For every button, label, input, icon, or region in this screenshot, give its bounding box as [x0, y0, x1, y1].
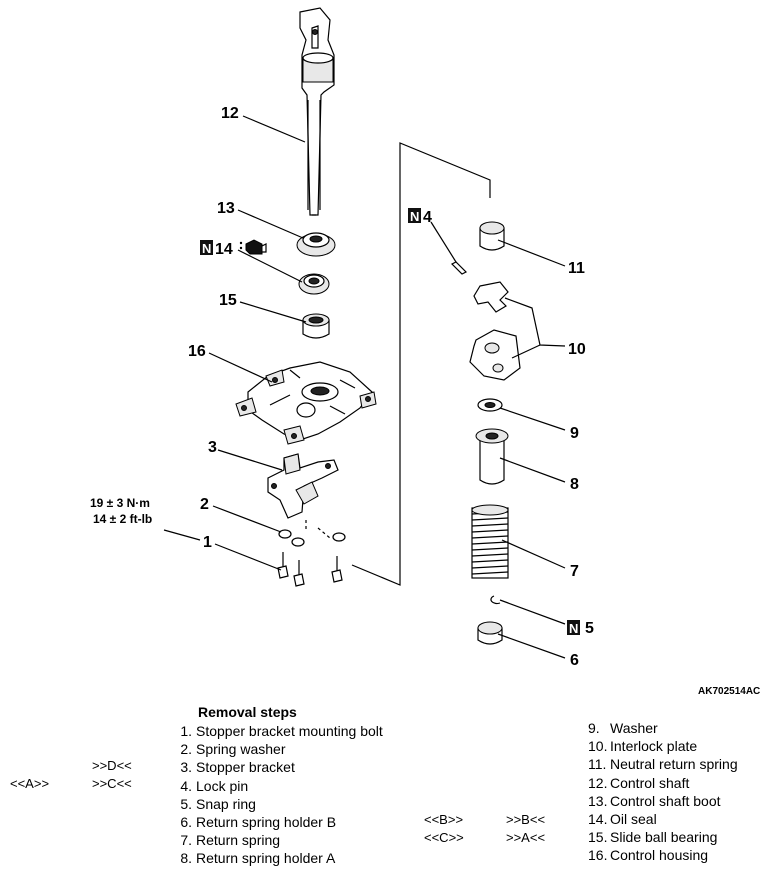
oil-seal-part	[298, 273, 330, 295]
step-label: Return spring holder A	[196, 850, 336, 867]
svg-text:N: N	[569, 621, 578, 636]
list-item: 11.Neutral return spring	[588, 756, 738, 773]
list-item: 8.Return spring holder A	[180, 850, 336, 867]
callout-3: 3	[208, 439, 217, 456]
n-marker-14: N	[200, 240, 213, 256]
torque-spec-metric: 19 ± 3 N·m	[90, 496, 150, 510]
control-shaft-boot-part	[296, 232, 336, 257]
step-label: Return spring	[196, 832, 281, 849]
step-label: Control shaft	[610, 774, 690, 791]
stopper-bracket-part	[267, 453, 339, 519]
mark-step15-remove: <<C>>	[424, 830, 464, 845]
list-item: 1.Stopper bracket mounting bolt	[180, 723, 383, 739]
interlock-plate-part	[469, 281, 521, 381]
mark-step14-remove: <<B>>	[424, 812, 464, 827]
lock-pin-part	[450, 261, 468, 275]
control-shaft-part	[299, 7, 335, 216]
removal-steps-right: 9.Washer 10.Interlock plate 11.Neutral r…	[588, 719, 768, 865]
leader-lines	[163, 115, 566, 659]
callout-1: 1	[203, 534, 212, 551]
list-item: 4.Lock pin	[180, 777, 249, 794]
snap-ring-part	[490, 595, 501, 605]
spring-washers-part	[278, 529, 346, 547]
return-spring-holder-a-part	[475, 428, 509, 485]
return-spring-holder-b-part	[477, 621, 503, 645]
assembly-bracket-lines	[351, 142, 491, 586]
step-label: Spring washer	[196, 741, 286, 758]
step-label: Stopper bracket mounting bolt	[196, 723, 383, 739]
mark-step14-install: >>B<<	[506, 812, 546, 827]
control-housing-part	[235, 361, 377, 445]
callout-12: 12	[221, 105, 239, 122]
mark-step4-install: >>C<<	[92, 776, 132, 791]
list-item: 15.Slide ball bearing	[588, 829, 718, 846]
callout-15: 15	[219, 292, 237, 309]
slide-ball-bearing-part	[302, 313, 330, 339]
list-item: 3.Stopper bracket	[180, 759, 295, 776]
list-item: 16.Control housing	[588, 847, 709, 864]
step-label: Stopper bracket	[196, 759, 295, 776]
step-label: Snap ring	[196, 795, 256, 812]
step-label: Interlock plate	[610, 738, 698, 755]
list-item: 2.Spring washer	[180, 741, 286, 758]
callout-7: 7	[570, 563, 579, 580]
list-item: 10.Interlock plate	[588, 738, 698, 755]
svg-text:N: N	[410, 209, 419, 224]
list-item: 13.Control shaft boot	[588, 792, 721, 809]
n-marker-4: N	[408, 208, 421, 224]
removal-steps-left: 1.Stopper bracket mounting bolt 2.Spring…	[172, 722, 432, 868]
step-label: Control shaft boot	[610, 792, 721, 809]
list-item: 7.Return spring	[180, 832, 281, 849]
callout-14: 14	[215, 241, 233, 258]
figure-reference-code: AK702514AC	[698, 686, 760, 697]
removal-steps-title: Removal steps	[198, 704, 297, 720]
step-label: Oil seal	[610, 810, 657, 827]
callout-2: 2	[200, 496, 209, 513]
callout-6: 6	[570, 652, 579, 669]
step-label: Lock pin	[196, 777, 249, 794]
stopper-bracket-bolts-part	[277, 520, 343, 587]
step-label: Return spring holder B	[196, 813, 337, 830]
callout-5: 5	[585, 620, 594, 637]
callout-16: 16	[188, 343, 206, 360]
mark-step3-install: >>D<<	[92, 758, 132, 773]
step-label: Washer	[610, 720, 658, 736]
list-item: 14.Oil seal	[588, 810, 657, 827]
list-item: 9.Washer	[588, 720, 658, 736]
callout-11: 11	[568, 260, 585, 277]
svg-text:N: N	[202, 241, 211, 256]
torque-spec-imperial: 14 ± 2 ft-lb	[93, 512, 152, 526]
neutral-return-spring-part	[479, 221, 505, 251]
list-item: 5.Snap ring	[180, 795, 256, 812]
callout-10: 10	[568, 341, 586, 358]
list-item: 6.Return spring holder B	[180, 813, 337, 830]
step-label: Slide ball bearing	[610, 829, 718, 846]
exploded-view-diagram: N N N 12 13 14 15 16 3 2 1 4 11 10 9 8 7…	[90, 7, 760, 697]
step-label: Control housing	[610, 847, 709, 864]
mark-step4-remove: <<A>>	[10, 776, 50, 791]
washer-part	[477, 398, 503, 412]
callout-8: 8	[570, 476, 579, 493]
oil-can-icon	[239, 239, 267, 255]
list-item: 12.Control shaft	[588, 774, 690, 791]
step-label: Neutral return spring	[610, 756, 738, 773]
n-marker-5: N	[567, 620, 580, 636]
return-spring-part	[471, 504, 509, 579]
callout-9: 9	[570, 425, 579, 442]
callout-4: 4	[423, 209, 432, 226]
callout-13: 13	[217, 200, 235, 217]
mark-step15-install: >>A<<	[506, 830, 546, 845]
